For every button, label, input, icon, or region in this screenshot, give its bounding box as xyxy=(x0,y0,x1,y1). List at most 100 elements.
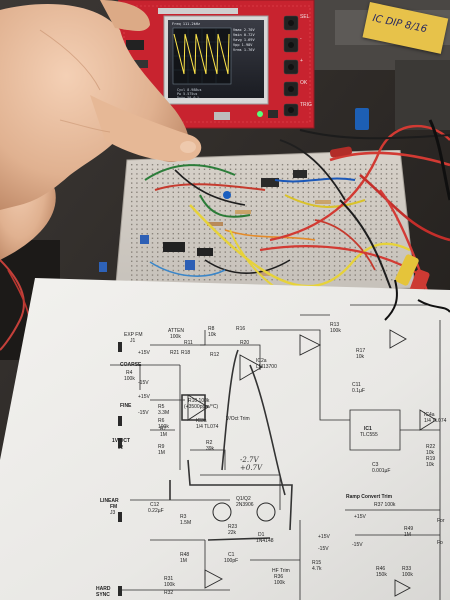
breadboard-hole xyxy=(328,168,330,170)
breadboard-hole xyxy=(297,246,299,249)
breadboard-hole xyxy=(375,279,377,281)
label: R48 xyxy=(180,552,190,558)
breadboard-hole xyxy=(375,237,377,239)
breadboard-hole xyxy=(266,219,268,221)
breadboard-hole xyxy=(198,233,200,235)
breadboard-hole xyxy=(385,164,388,166)
breadboard-hole xyxy=(271,205,273,207)
breadboard-hole xyxy=(323,237,325,239)
breadboard-hole xyxy=(172,210,174,212)
breadboard-hole xyxy=(344,242,346,244)
breadboard-hole xyxy=(151,205,154,207)
breadboard-hole xyxy=(172,168,174,170)
label: 39k xyxy=(206,446,215,452)
breadboard-hole xyxy=(224,246,226,249)
lcd-readout-left: Freq 111.2kHz xyxy=(172,22,232,32)
breadboard-hole xyxy=(203,223,206,226)
supply-label: +15V xyxy=(138,350,150,356)
breadboard-hole xyxy=(188,196,190,198)
lcd-readout-line: Vmin 0.72V xyxy=(233,33,255,37)
breadboard-hole xyxy=(307,205,310,207)
breadboard-hole xyxy=(167,191,169,193)
breadboard-hole xyxy=(292,210,294,212)
breadboard-hole xyxy=(323,168,325,170)
breadboard-hole xyxy=(297,214,299,216)
breadboard-hole xyxy=(370,279,372,281)
breadboard-hole xyxy=(297,269,299,272)
breadboard-hole xyxy=(385,200,388,203)
breadboard-hole xyxy=(198,210,200,212)
breadboard-hole xyxy=(297,228,299,230)
trimmer-pot xyxy=(140,235,149,244)
breadboard-hole xyxy=(333,173,336,175)
breadboard-hole xyxy=(172,205,174,207)
breadboard-hole xyxy=(209,168,211,170)
breadboard-hole xyxy=(287,219,289,221)
breadboard-hole xyxy=(292,274,294,276)
breadboard-hole xyxy=(157,279,159,281)
breadboard-hole xyxy=(235,228,237,230)
breadboard-hole xyxy=(307,164,310,166)
breadboard-hole xyxy=(209,214,211,216)
breadboard-hole xyxy=(328,210,330,212)
label: IC2a xyxy=(256,358,267,364)
breadboard-hole xyxy=(281,269,284,272)
breadboard-hole xyxy=(229,164,232,166)
breadboard-hole xyxy=(266,246,268,249)
breadboard-hole xyxy=(219,237,221,239)
breadboard-hole xyxy=(245,177,247,180)
breadboard-hole xyxy=(365,223,367,226)
label: LM13700 xyxy=(256,364,277,370)
breadboard-hole xyxy=(250,177,252,180)
label: 100k xyxy=(164,582,175,588)
breadboard-hole xyxy=(328,269,330,272)
breadboard-hole xyxy=(333,168,336,170)
breadboard-hole xyxy=(146,173,148,175)
breadboard-hole xyxy=(162,164,164,166)
breadboard-hole xyxy=(235,214,237,216)
breadboard-hole xyxy=(380,182,382,184)
breadboard-hole xyxy=(141,191,143,193)
label: FINE xyxy=(120,403,132,409)
breadboard-hole xyxy=(203,237,206,239)
breadboard-hole xyxy=(328,242,330,244)
breadboard-hole xyxy=(136,177,138,180)
breadboard-hole xyxy=(333,191,336,193)
breadboard-hole xyxy=(344,191,346,193)
breadboard-hole xyxy=(349,233,351,235)
breadboard-hole xyxy=(354,182,356,184)
breadboard-hole xyxy=(302,196,304,198)
breadboard-hole xyxy=(271,260,273,262)
breadboard-hole xyxy=(276,196,278,198)
breadboard-hole xyxy=(136,228,138,230)
breadboard-hole xyxy=(141,246,143,249)
breadboard-hole xyxy=(365,219,367,221)
breadboard-hole xyxy=(167,182,169,184)
breadboard-hole xyxy=(391,233,393,235)
breadboard-hole xyxy=(287,269,289,272)
breadboard-hole xyxy=(385,269,388,272)
breadboard-hole xyxy=(297,210,299,212)
breadboard-hole xyxy=(214,177,216,180)
breadboard-hole xyxy=(219,228,221,230)
breadboard-hole xyxy=(307,182,310,184)
breadboard-hole xyxy=(271,191,273,193)
breadboard-hole xyxy=(333,223,336,226)
breadboard-hole xyxy=(375,233,377,235)
breadboard-hole xyxy=(151,168,154,170)
breadboard-hole xyxy=(302,256,304,258)
breadboard-hole xyxy=(229,237,232,239)
breadboard-hole xyxy=(292,200,294,203)
breadboard-hole xyxy=(333,164,336,166)
schematic-labels: EXP FM J1 ATTEN 100k R8 10k R16 R20 R11 … xyxy=(0,270,450,600)
breadboard-hole xyxy=(297,187,299,189)
breadboard-hole xyxy=(271,196,273,198)
breadboard-hole xyxy=(323,214,325,216)
breadboard-hole xyxy=(261,219,263,221)
breadboard-hole xyxy=(146,260,148,262)
breadboard-hole xyxy=(313,200,315,203)
breadboard-hole xyxy=(344,279,346,281)
breadboard-hole xyxy=(370,265,372,267)
breadboard-hole xyxy=(214,205,216,207)
breadboard-hole xyxy=(136,269,138,272)
